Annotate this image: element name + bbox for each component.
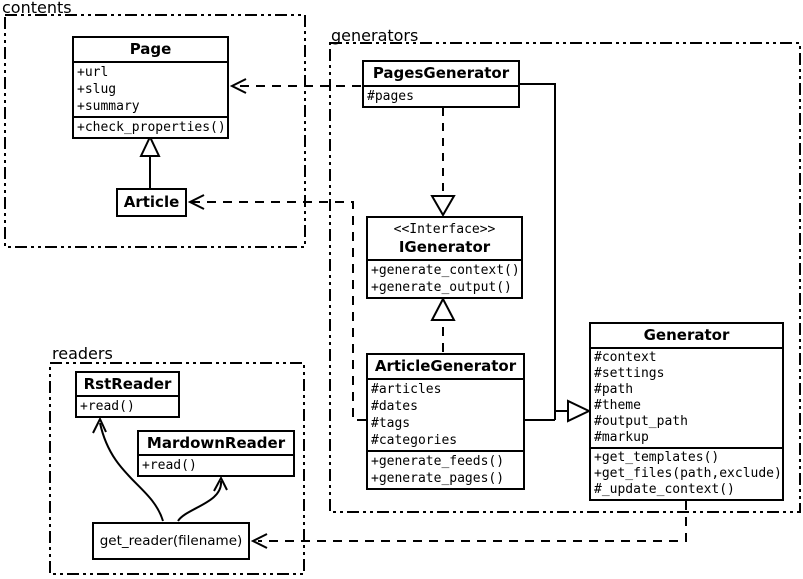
method: +generate_output() [371,280,512,295]
class-articlegenerator: ArticleGenerator #articles #dates #tags … [366,353,525,490]
class-rstreader: RstReader +read() [75,371,180,418]
dependency-articlegenerator-article-line [192,201,366,421]
package-contents-label: contents [2,0,72,17]
association-getreader-rstreader-line [99,422,164,522]
package-readers-label: readers [52,344,113,363]
attribute: #markup [594,430,649,445]
attribute: +summary [77,99,140,114]
method: +get_templates() [594,450,720,465]
method: +read() [142,458,197,473]
class-mardownreader-methods: +read() [139,454,293,475]
node-getreader-label: get_reader(filename) [99,533,243,549]
attribute: #theme [594,398,641,413]
class-rstreader-methods: +read() [77,395,178,416]
class-pagesgenerator-attributes: #pages [364,85,518,106]
dependency-generator-getreader-line [258,501,687,542]
class-page: Page +url +slug +summary +check_properti… [72,36,229,139]
class-page-attributes: +url +slug +summary [74,61,227,116]
class-generator: Generator #context #settings #path #them… [589,322,784,501]
association-getreader-mardownreader-arrowhead [213,475,228,492]
class-articlegenerator-attributes: #articles #dates #tags #categories [368,378,523,450]
realization-articlegenerator-igenerator-triangle [430,296,456,321]
attribute: #settings [594,366,665,381]
generalization-article-page-triangle [139,134,161,157]
realization-pagesgenerator-igenerator-triangle [430,195,456,217]
attribute: +url [77,65,109,80]
attribute: #dates [371,399,418,414]
class-generator-attributes: #context #settings #path #theme #output_… [591,347,782,447]
method: +generate_pages() [371,471,505,486]
dependency-generator-getreader-arrowhead [250,533,268,549]
method: +check_properties() [77,120,226,135]
generalization-generators-generator-triangle [567,399,592,423]
attribute: #pages [367,89,414,104]
class-mardownreader-title: MardownReader [146,434,286,452]
class-pagesgenerator-title: PagesGenerator [372,64,510,82]
class-articlegenerator-methods: +generate_feeds() +generate_pages() [368,450,523,488]
method: +generate_feeds() [371,454,505,469]
package-contents-border [4,14,306,248]
class-generator-methods: +get_templates() +get_files(path,exclude… [591,447,782,499]
class-generator-title: Generator [643,326,730,344]
association-getreader-mardownreader-line [177,480,223,522]
class-article: Article [116,188,187,217]
dependency-articlegenerator-article-arrowhead [187,194,205,210]
package-generators-border [329,42,801,513]
attribute: #context [594,350,657,365]
class-article-title: Article [123,193,180,211]
class-rstreader-title: RstReader [83,375,172,393]
method: +get_files(path,exclude) [594,466,782,481]
attribute: #output_path [594,414,688,429]
class-mardownreader: MardownReader +read() [137,430,295,477]
class-igenerator-methods: +generate_context() +generate_output() [368,259,521,297]
method: #_update_context() [594,482,735,497]
class-page-title: Page [129,40,172,58]
dependency-pagesgenerator-page-arrowhead [229,78,247,94]
class-pagesgenerator: PagesGenerator #pages [362,60,520,108]
method: +read() [80,399,135,414]
association-getreader-rstreader-arrowhead [92,416,107,434]
package-readers-border [49,362,305,575]
class-articlegenerator-title: ArticleGenerator [374,357,517,375]
attribute: #path [594,382,634,397]
attribute: #tags [371,416,411,431]
method: +generate_context() [371,263,520,278]
class-igenerator-stereotype: <<Interface>> [393,222,496,237]
class-page-methods: +check_properties() [74,116,227,137]
generalization-generators-generator-line [520,83,568,421]
class-igenerator: <<Interface>> IGenerator +generate_conte… [366,216,523,299]
attribute: +slug [77,82,117,97]
attribute: #articles [371,382,442,397]
package-generators-label: generators [331,26,419,45]
node-getreader: get_reader(filename) [92,522,250,560]
attribute: #categories [371,433,458,448]
class-igenerator-title: IGenerator [398,238,491,256]
